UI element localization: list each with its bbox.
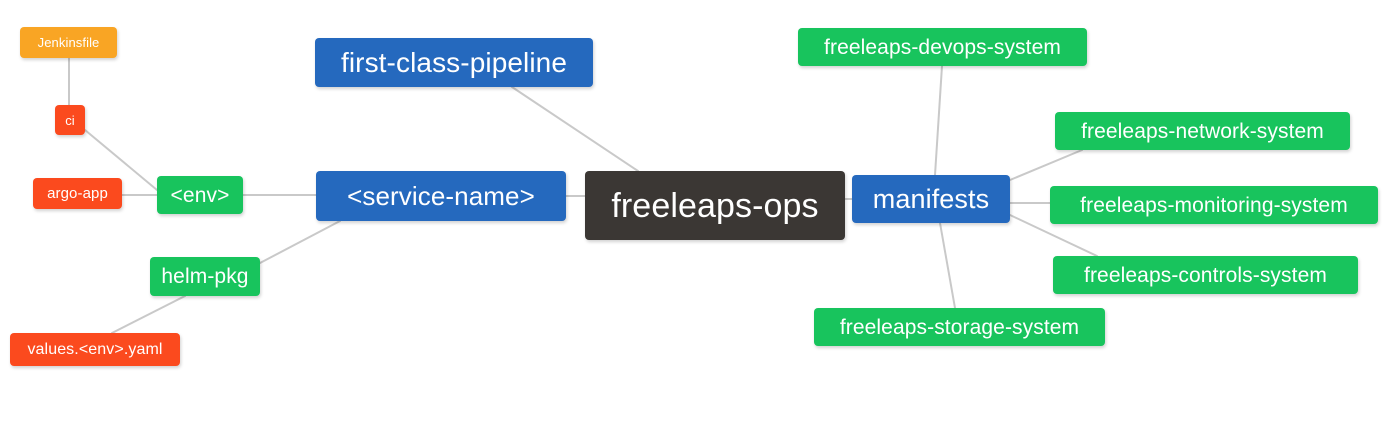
node-jenkinsfile[interactable]: Jenkinsfile	[20, 27, 117, 58]
node-argo-app[interactable]: argo-app	[33, 178, 122, 209]
node-label-values-yaml: values.<env>.yaml	[27, 340, 163, 358]
node-label-env: <env>	[170, 183, 230, 207]
node-label-argo-app: argo-app	[47, 185, 108, 202]
node-manifests[interactable]: manifests	[852, 175, 1010, 223]
node-ci[interactable]: ci	[55, 105, 85, 135]
edge-service-name-to-helm-pkg	[259, 220, 341, 264]
node-label-freeleaps-ops: freeleaps-ops	[611, 186, 819, 225]
edge-manifests-to-freeleaps-devops-system	[934, 65, 943, 176]
node-service-name[interactable]: <service-name>	[316, 171, 566, 221]
node-freeleaps-ops[interactable]: freeleaps-ops	[585, 171, 845, 240]
node-freeleaps-devops-system[interactable]: freeleaps-devops-system	[798, 28, 1087, 66]
edge-helm-pkg-to-values-yaml	[111, 295, 186, 334]
node-values-yaml[interactable]: values.<env>.yaml	[10, 333, 180, 366]
node-label-freeleaps-network-system: freeleaps-network-system	[1081, 119, 1324, 143]
node-label-ci: ci	[65, 112, 75, 128]
node-first-class-pipeline[interactable]: first-class-pipeline	[315, 38, 593, 87]
node-label-jenkinsfile: Jenkinsfile	[37, 35, 100, 50]
node-label-freeleaps-storage-system: freeleaps-storage-system	[839, 315, 1080, 339]
node-freeleaps-monitoring-system[interactable]: freeleaps-monitoring-system	[1050, 186, 1378, 224]
node-label-freeleaps-controls-system: freeleaps-controls-system	[1084, 263, 1327, 287]
node-label-freeleaps-monitoring-system: freeleaps-monitoring-system	[1080, 193, 1348, 217]
node-label-helm-pkg: helm-pkg	[161, 265, 249, 288]
node-helm-pkg[interactable]: helm-pkg	[150, 257, 260, 296]
edge-manifests-to-freeleaps-storage-system	[939, 222, 956, 309]
edge-manifests-to-freeleaps-network-system	[1009, 149, 1083, 181]
node-label-freeleaps-devops-system: freeleaps-devops-system	[824, 35, 1061, 59]
node-freeleaps-network-system[interactable]: freeleaps-network-system	[1055, 112, 1350, 150]
node-freeleaps-storage-system[interactable]: freeleaps-storage-system	[814, 308, 1105, 346]
node-label-manifests: manifests	[872, 183, 990, 214]
node-env[interactable]: <env>	[157, 176, 243, 214]
node-label-first-class-pipeline: first-class-pipeline	[340, 46, 568, 78]
node-label-service-name: <service-name>	[347, 181, 535, 211]
node-freeleaps-controls-system[interactable]: freeleaps-controls-system	[1053, 256, 1358, 294]
edge-first-class-pipeline-to-freeleaps-ops	[511, 86, 639, 172]
